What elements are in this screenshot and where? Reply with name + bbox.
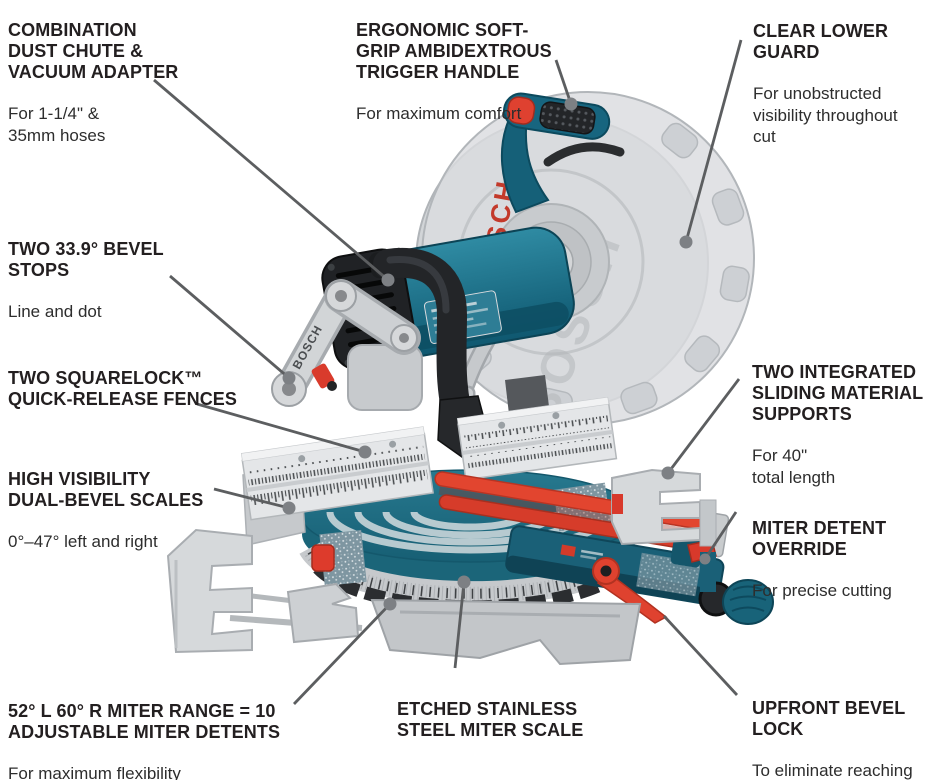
callout-dust-chute: COMBINATION DUST CHUTE & VACUUM ADAPTER … [8, 2, 238, 164]
callout-line-guard [684, 39, 743, 243]
callout-title: TWO 33.9° BEVEL STOPS [8, 239, 164, 280]
callout-description: 0°–47° left and right [8, 532, 158, 551]
callout-sliding-supports: TWO INTEGRATED SLIDING MATERIAL SUPPORTS… [752, 344, 937, 506]
saw-base [166, 375, 774, 666]
callout-lower-guard: CLEAR LOWER GUARD For unobstructed visib… [753, 3, 938, 166]
callout-line-supports [666, 378, 741, 474]
callout-description: For 40" total length [752, 446, 836, 487]
callout-line-trigger [554, 59, 573, 105]
callout-miter-detent: MITER DETENT OVERRIDE For precise cuttin… [752, 500, 937, 620]
callout-line-bevel-stops [169, 274, 290, 380]
callout-line-detent [703, 511, 738, 560]
callout-title: ETCHED STAINLESS STEEL MITER SCALE [397, 699, 584, 740]
callout-title: CLEAR LOWER GUARD [753, 21, 889, 62]
callout-description: For unobstructed visibility throughout c… [753, 84, 898, 146]
callout-title: 52° L 60° R MITER RANGE = 10 ADJUSTABLE … [8, 701, 281, 742]
callout-trigger-handle: ERGONOMIC SOFT- GRIP AMBIDEXTROUS TRIGGE… [356, 2, 586, 143]
callout-description: For precise cutting [752, 581, 892, 600]
callout-miter-range: 52° L 60° R MITER RANGE = 10 ADJUSTABLE … [8, 683, 328, 780]
handle-post [500, 115, 550, 214]
callout-line-miter-scale [453, 581, 466, 669]
callout-title: UPFRONT BEVEL LOCK [752, 698, 906, 739]
callout-description: To eliminate reaching behind saw [752, 761, 913, 780]
bevel-stop-red-detail [311, 363, 335, 389]
glide-arm: BOSCH [271, 279, 423, 411]
callout-line-scales [213, 487, 290, 510]
callout-miter-scale: ETCHED STAINLESS STEEL MITER SCALE [397, 681, 627, 759]
callout-description: For maximum flexibility & capacity [8, 764, 181, 780]
callout-description: For maximum comfort [356, 104, 522, 123]
callout-title: MITER DETENT OVERRIDE [752, 518, 887, 559]
callout-title: ERGONOMIC SOFT- GRIP AMBIDEXTROUS TRIGGE… [356, 20, 552, 82]
callout-bevel-scales: HIGH VISIBILITY DUAL-BEVEL SCALES 0°–47°… [8, 451, 238, 571]
right-fence [456, 396, 618, 481]
callout-lines [153, 39, 743, 705]
callout-title: TWO SQUARELOCK™ QUICK-RELEASE FENCES [8, 368, 238, 409]
callout-description: For 1-1/4" & 35mm hoses [8, 104, 106, 145]
callout-squarelock: TWO SQUARELOCK™ QUICK-RELEASE FENCES [8, 350, 258, 428]
callout-bevel-lock: UPFRONT BEVEL LOCK To eliminate reaching… [752, 680, 940, 780]
bevel-lock-lever [592, 557, 668, 624]
callout-dots [282, 97, 711, 611]
callout-title: HIGH VISIBILITY DUAL-BEVEL SCALES [8, 469, 204, 510]
left-base-foot [286, 582, 360, 644]
callout-line-miter-range [292, 603, 392, 705]
callout-bevel-stops: TWO 33.9° BEVEL STOPS Line and dot [8, 221, 208, 341]
base-feet [370, 598, 642, 666]
callout-description: Line and dot [8, 302, 102, 321]
callout-line-dust-chute [153, 78, 389, 282]
callout-title: TWO INTEGRATED SLIDING MATERIAL SUPPORTS [752, 362, 924, 424]
callout-title: COMBINATION DUST CHUTE & VACUUM ADAPTER [8, 20, 179, 82]
fence-lock-knob [311, 544, 335, 572]
guard-top-band [543, 142, 625, 167]
callout-line-squarelock [196, 402, 366, 454]
callout-line-bevel-lock [662, 615, 739, 696]
